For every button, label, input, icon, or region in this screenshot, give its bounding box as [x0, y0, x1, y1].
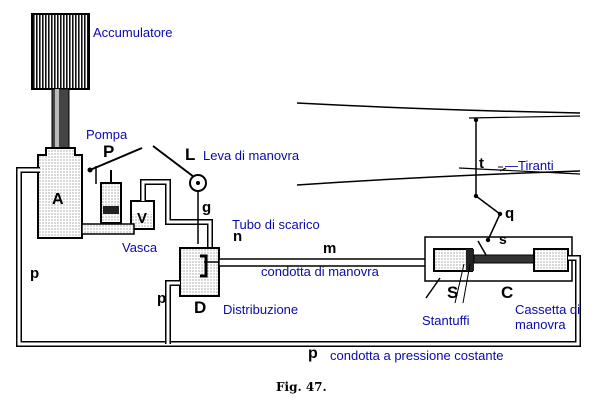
label-cassetta-1: Cassetta di [515, 302, 581, 317]
letter-L: L [185, 145, 196, 164]
piston-C [533, 248, 569, 272]
piston-rod [473, 254, 537, 264]
rail-upper [296, 102, 581, 114]
label-pompa: Pompa [86, 127, 128, 142]
label-stantuffi: Stantuffi [422, 313, 470, 328]
pump-body [100, 182, 122, 224]
letter-p-left: p [30, 265, 40, 282]
letter-C: C [501, 283, 514, 302]
letter-p-bottom: p [308, 345, 318, 362]
operating-lever [152, 145, 199, 181]
letter-P: P [103, 142, 115, 161]
label-leva: Leva di manovra [203, 148, 300, 163]
label-condotta-manovra: condotta di manovra [261, 264, 379, 279]
accumulator-cylinder [37, 147, 83, 239]
letter-m: m [323, 240, 337, 257]
letter-t: t [479, 155, 484, 172]
accumulator-weight [31, 13, 90, 90]
letter-D: D [194, 298, 207, 317]
letter-s: s [499, 231, 507, 247]
rail-lower [296, 170, 581, 186]
letter-p-mid: p [157, 290, 167, 307]
figure-caption: Fig. 47. [276, 380, 327, 394]
label-accumulatore: Accumulatore [93, 25, 173, 40]
distributor [179, 247, 220, 297]
label-tiranti: —Tiranti [505, 158, 554, 173]
letter-V: V [137, 210, 148, 227]
label-condotta-pressione: condotta a pressione costante [330, 348, 504, 363]
label-vasca: Vasca [122, 240, 158, 255]
letter-A: A [52, 191, 64, 208]
label-cassetta-2: manovra [515, 317, 566, 332]
letter-g: g [202, 199, 212, 216]
letter-S: S [447, 283, 459, 302]
pump-lever [89, 147, 143, 171]
label-tiranti-text: Tiranti [518, 158, 554, 173]
letter-q: q [505, 205, 515, 222]
label-distribuzione: Distribuzione [223, 302, 299, 317]
letter-n: n [233, 228, 243, 245]
label-tubo-scarico: Tubo di scarico [232, 217, 320, 232]
